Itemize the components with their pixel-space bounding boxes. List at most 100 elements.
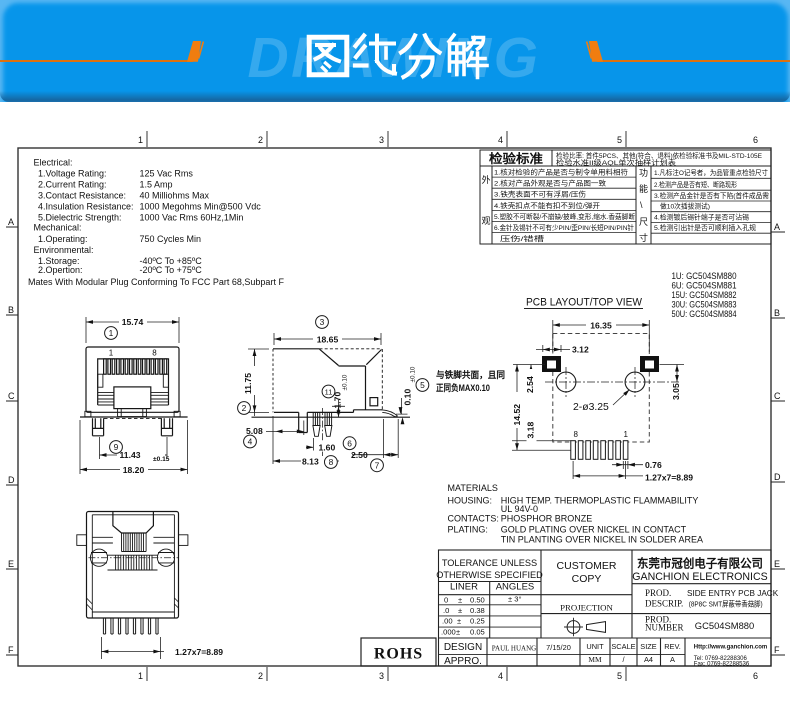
svg-text:.00: .00 <box>442 616 453 625</box>
svg-text:CUSTOMER: CUSTOMER <box>557 560 617 572</box>
svg-text:F: F <box>8 645 14 655</box>
svg-text:5.塑胶不可断裂/不崩缺/披峰,变形,缩水.香菇脚断: 5.塑胶不可断裂/不崩缺/披峰,变形,缩水.香菇脚断 <box>494 212 635 221</box>
svg-text:2: 2 <box>242 403 247 413</box>
svg-text:做10次插拔测试): 做10次插拔测试) <box>660 202 710 211</box>
svg-text:11.75: 11.75 <box>243 373 253 394</box>
svg-text:5.检测引出针是否可顺利插入孔规: 5.检测引出针是否可顺利插入孔规 <box>654 223 756 232</box>
svg-text:2.54: 2.54 <box>525 376 535 393</box>
svg-text:Http://www.ganchion.com: Http://www.ganchion.com <box>694 645 767 651</box>
svg-text:PROD.: PROD. <box>645 588 671 598</box>
svg-text:3.18: 3.18 <box>526 422 536 439</box>
svg-text:6: 6 <box>347 438 352 448</box>
svg-text:2: 2 <box>258 671 263 681</box>
svg-text:GOLD PLATING OVER NICKEL IN CO: GOLD PLATING OVER NICKEL IN CONTACT <box>501 525 687 535</box>
svg-text:1: 1 <box>109 349 114 358</box>
svg-text:.0: .0 <box>443 606 449 615</box>
svg-text:OTHERWISE SPECIFIED: OTHERWISE SPECIFIED <box>436 570 543 580</box>
svg-text:(8P8C SMT屏蔽带香菇脚): (8P8C SMT屏蔽带香菇脚) <box>689 600 763 609</box>
svg-text:6: 6 <box>753 135 758 145</box>
svg-text:TIN PLANTING OVER NICKEL IN SO: TIN PLANTING OVER NICKEL IN SOLDER AREA <box>501 534 703 544</box>
svg-text:\: \ <box>640 200 643 210</box>
svg-text:125 Vac Rms: 125 Vac Rms <box>140 168 194 178</box>
svg-text:GANCHION ELECTRONICS: GANCHION ELECTRONICS <box>632 571 767 583</box>
svg-text:A: A <box>8 217 14 227</box>
svg-text:1000 Megohms Min@500 Vdc: 1000 Megohms Min@500 Vdc <box>140 201 262 211</box>
svg-text:30U: GC504SM883: 30U: GC504SM883 <box>672 300 737 310</box>
svg-text:4: 4 <box>498 135 503 145</box>
svg-text:5.Dielectric Strength:: 5.Dielectric Strength: <box>38 212 122 222</box>
svg-text:4.铁壳扣点不能有扣不到位/弹开: 4.铁壳扣点不能有扣不到位/弹开 <box>494 201 600 210</box>
svg-text:1: 1 <box>109 328 114 338</box>
svg-text:-40ºC To +85ºC: -40ºC To +85ºC <box>140 256 203 266</box>
svg-text:0.50: 0.50 <box>470 596 485 605</box>
svg-text:MATERIALS: MATERIALS <box>448 483 498 493</box>
svg-text:1: 1 <box>138 135 143 145</box>
svg-text:±0.15: ±0.15 <box>153 456 170 463</box>
svg-text:SIDE ENTRY PCB JACK: SIDE ENTRY PCB JACK <box>687 589 779 598</box>
svg-text:PCB LAYOUT/TOP VIEW: PCB LAYOUT/TOP VIEW <box>526 297 643 309</box>
svg-text:± 3°: ± 3° <box>508 595 522 604</box>
svg-text:A: A <box>670 655 675 664</box>
svg-text:0.38: 0.38 <box>470 606 485 615</box>
svg-text:Fax: 0769-82288536: Fax: 0769-82288536 <box>694 662 750 668</box>
svg-text:8: 8 <box>152 349 157 358</box>
svg-text:3.Contact Resistance:: 3.Contact Resistance: <box>38 190 126 200</box>
svg-text:4: 4 <box>498 671 503 681</box>
svg-text:3.铁壳表面不可有浮屑/压伤: 3.铁壳表面不可有浮屑/压伤 <box>494 190 586 199</box>
svg-text:UL 94V-0: UL 94V-0 <box>501 504 538 514</box>
svg-text:±0.10: ±0.10 <box>410 366 417 382</box>
svg-text:2.Opertion:: 2.Opertion: <box>38 265 83 275</box>
svg-text:18.20: 18.20 <box>123 465 145 475</box>
svg-text:正同负MAX0.10: 正同负MAX0.10 <box>436 382 490 393</box>
svg-text:Tel: 0769-82288306: Tel: 0769-82288306 <box>694 656 748 662</box>
svg-text:4: 4 <box>248 437 253 447</box>
svg-text:D: D <box>8 475 15 485</box>
svg-text:±0.10: ±0.10 <box>342 374 349 390</box>
svg-text:PHOSPHOR BRONZE: PHOSPHOR BRONZE <box>501 514 593 524</box>
svg-text:3.05: 3.05 <box>671 383 681 400</box>
svg-text:3.检测产品金针是否有下陷(首件成品需: 3.检测产品金针是否有下陷(首件成品需 <box>654 191 769 200</box>
svg-text:1.凡标注O记号者，为品管重点检验尺寸: 1.凡标注O记号者，为品管重点检验尺寸 <box>654 168 768 177</box>
svg-text:3: 3 <box>379 135 384 145</box>
svg-text:3: 3 <box>320 317 325 327</box>
svg-text:1000 Vac Rms 60Hz,1Min: 1000 Vac Rms 60Hz,1Min <box>140 212 244 222</box>
svg-text:1.Storage:: 1.Storage: <box>38 256 80 266</box>
svg-text:ROHS: ROHS <box>374 646 423 663</box>
svg-text:16.35: 16.35 <box>590 321 612 331</box>
svg-text:7: 7 <box>375 461 380 471</box>
svg-text:0: 0 <box>444 596 448 605</box>
svg-text:-20ºC To +75ºC: -20ºC To +75ºC <box>140 265 203 275</box>
svg-text:6: 6 <box>753 671 758 681</box>
svg-text:检验比率: 首件5PCS、其他(符合、退料)依检验标准书及M: 检验比率: 首件5PCS、其他(符合、退料)依检验标准书及MIL-STD-105… <box>556 151 763 160</box>
svg-text:C: C <box>774 391 781 401</box>
svg-text:4.检测镀后锡针端子是否可沾锡: 4.检测镀后锡针端子是否可沾锡 <box>654 213 749 222</box>
svg-text:Mechanical:: Mechanical: <box>34 223 82 233</box>
svg-text:CONTACTS:: CONTACTS: <box>448 514 499 524</box>
svg-text:功: 功 <box>639 168 648 178</box>
svg-text:PLATING:: PLATING: <box>448 525 488 535</box>
svg-text:E: E <box>8 559 14 569</box>
svg-text:1.70: 1.70 <box>333 392 343 409</box>
svg-text:1.5 Amp: 1.5 Amp <box>140 179 173 189</box>
svg-text:3: 3 <box>379 671 384 681</box>
svg-text:1.60: 1.60 <box>319 443 336 453</box>
svg-text:2-ø3.25: 2-ø3.25 <box>573 402 609 413</box>
svg-text:UNIT: UNIT <box>586 642 604 651</box>
svg-text:APPRO.: APPRO. <box>444 656 482 667</box>
svg-text:2.检测产品是否有短、断路现形: 2.检测产品是否有短、断路现形 <box>654 180 737 189</box>
svg-text:HIGH TEMP. THERMOPLASTIC FLAMM: HIGH TEMP. THERMOPLASTIC FLAMMABILITY <box>501 496 699 506</box>
svg-text:C: C <box>8 391 15 401</box>
svg-text:Mates With Modular Plug Confor: Mates With Modular Plug Conforming To FC… <box>28 277 284 287</box>
svg-text:Electrical:: Electrical: <box>34 157 73 167</box>
svg-text:外: 外 <box>482 174 491 185</box>
svg-text:SIZE: SIZE <box>640 642 656 651</box>
svg-text:±: ± <box>456 627 460 636</box>
svg-text:2.Current Rating:: 2.Current Rating: <box>38 179 107 189</box>
svg-text:PROJECTION: PROJECTION <box>560 603 613 613</box>
svg-text:COPY: COPY <box>572 573 602 585</box>
svg-text:观: 观 <box>482 216 491 226</box>
svg-text:0.25: 0.25 <box>470 616 485 625</box>
svg-text:ANGLES: ANGLES <box>496 582 535 593</box>
svg-text:6.金针及锡针不可有少PIN/歪PIN/长短PIN/PIN针: 6.金针及锡针不可有少PIN/歪PIN/长短PIN/PIN针 <box>494 223 634 232</box>
svg-text:检验水准II级AQL单次抽样计划表: 检验水准II级AQL单次抽样计划表 <box>556 158 677 167</box>
